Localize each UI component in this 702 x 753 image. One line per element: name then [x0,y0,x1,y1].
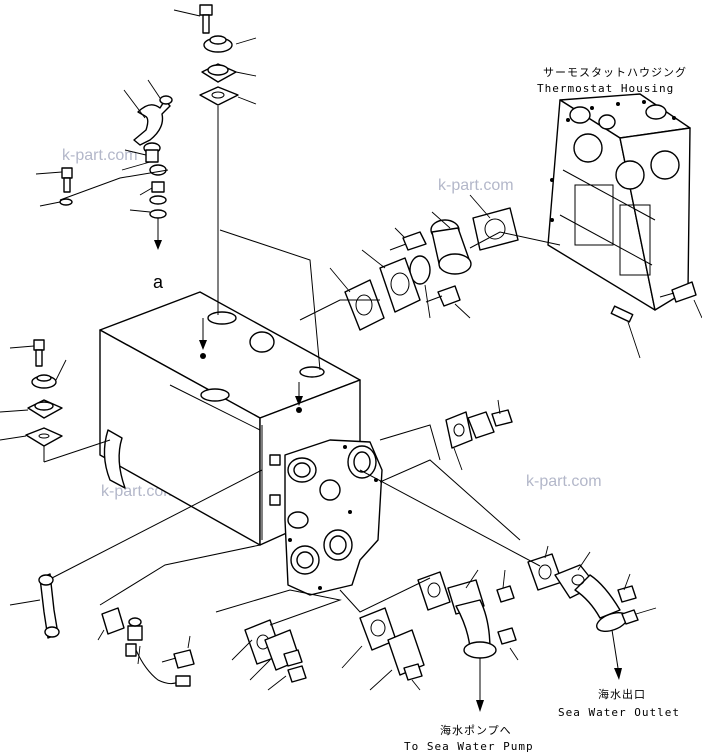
thermostat-bolt [659,281,702,319]
sea-water-pump-label-en: To Sea Water Pump [404,740,534,753]
outlet-bolts [617,573,657,625]
pump-elbow [447,569,497,712]
outlet-gasket [527,545,563,591]
watermark-1: k-part.com [62,147,138,164]
side-gasket [445,411,473,471]
left-gasket [0,427,63,447]
spacer-ring [409,255,431,319]
thermostat-element [430,211,472,275]
lower-gasket-right [341,607,397,669]
sensor-body [125,617,191,687]
watermark-4: k-part.com [526,473,602,490]
thermostat-housing-label-jp: サーモスタットハウジング [543,65,687,79]
thermostat-pin [610,305,641,359]
top-adapter [201,63,257,83]
sea-water-outlet-label-en: Sea Water Outlet [558,706,680,719]
sensor-bolt [161,635,195,669]
washer-left [39,198,73,207]
drain-elbow [123,79,173,146]
pump-bolts [496,569,519,661]
sensor-gasket [97,607,125,641]
sea-water-pump-label-jp: 海水ポンプへ [440,723,512,737]
top-cap [203,35,257,53]
gasket-cover [329,267,385,331]
lower-gasket-center [417,571,451,611]
lower-cover-right [369,629,425,691]
flange-bolt-lower [425,285,471,319]
end-cover [284,439,383,596]
lower-bolt-left [267,649,307,691]
drain-plug [129,181,167,250]
left-bolt-small [35,167,73,193]
left-cap [31,359,67,389]
left-bolt-stack [9,339,45,367]
top-gasket [199,86,257,106]
gasket-thermostat [469,194,519,251]
top-bolt [173,4,213,34]
left-adapter [0,399,63,419]
thermostat-housing [547,93,691,311]
watermark-2: k-part.com [438,177,514,194]
flange-bolt-upper [389,227,427,251]
sea-water-outlet-label-jp: 海水出口 [598,687,646,701]
cover-plate [361,249,421,313]
ref-letter-a-1: a [153,272,164,292]
side-cover [467,399,513,439]
lower-bolt-right [403,663,423,691]
outlet-elbow [554,551,628,680]
dipstick-sensor [9,469,263,639]
thermostat-housing-label-en: Thermostat Housing [537,82,674,95]
